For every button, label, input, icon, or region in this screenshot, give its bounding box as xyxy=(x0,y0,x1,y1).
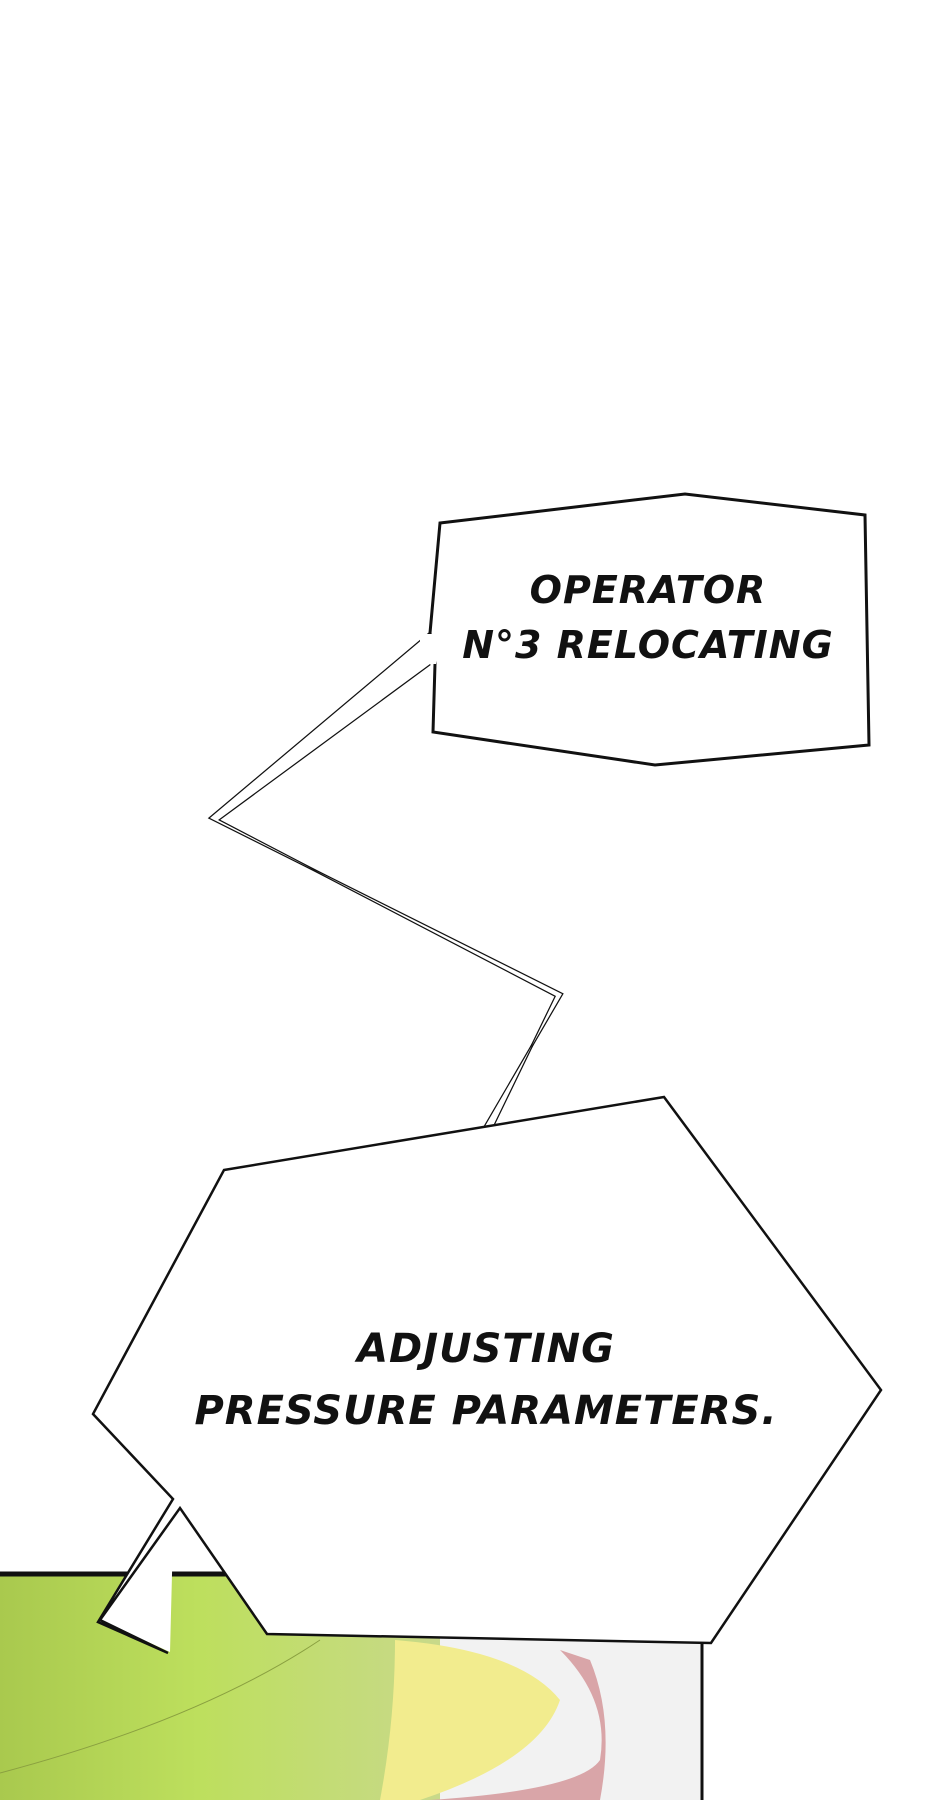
bubble-1-line-1: OPERATOR xyxy=(530,568,767,612)
bubble-1-line-2: N°3 RELOCATING xyxy=(462,623,834,667)
bubble-2-line-2: PRESSURE PARAMETERS. xyxy=(194,1388,777,1434)
bubble-2-line-1: ADJUSTING xyxy=(354,1326,615,1372)
speech-bubble-1: OPERATOR N°3 RELOCATING xyxy=(420,492,871,767)
pink-shape xyxy=(430,1650,606,1800)
speech-bubble-2: ADJUSTING PRESSURE PARAMETERS. xyxy=(91,1095,883,1655)
yellow-shape xyxy=(380,1640,560,1800)
bubble-1-tail xyxy=(207,632,564,1129)
